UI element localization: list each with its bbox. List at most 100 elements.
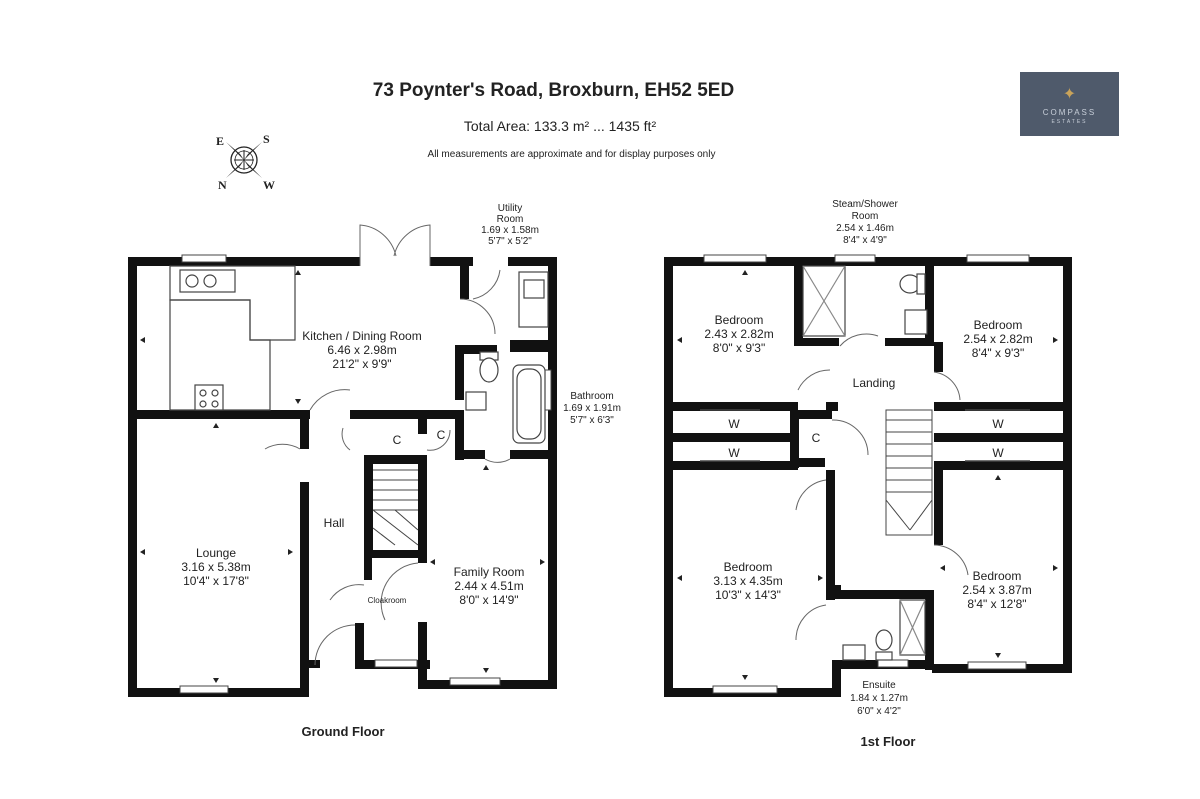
ensuite-name: Ensuite (862, 680, 896, 691)
gf-wall-kitchen-lounge (137, 410, 310, 419)
utility-name-1: Utility (498, 203, 522, 214)
ff-wall-west (664, 257, 673, 697)
utility-name-2: Room (497, 214, 524, 225)
compass-w: W (263, 178, 275, 192)
gf-wall-stairs-bottom (364, 550, 426, 558)
total-area: Total Area: 133.3 m² ... 1435 ft² (463, 118, 657, 134)
ff-door-bed-se (933, 544, 969, 576)
gf-window-family (449, 677, 501, 686)
gf-wall-family-west-upper (418, 455, 427, 563)
gf-wall-west (128, 257, 137, 697)
ff-wall-ensuite-north (832, 590, 932, 599)
gf-wall-utility-south-left (455, 345, 497, 354)
gf-wall-cupboard-wall (418, 419, 427, 434)
gf-wall-east-upper (548, 257, 557, 455)
gf-wall-cloak-north-west (364, 550, 372, 580)
ff-window-bed-se (967, 661, 1027, 670)
ff-door-steam (839, 333, 879, 347)
ensuite-metric: 1.84 x 1.27m (850, 693, 908, 704)
gf-door-cupboard2 (426, 429, 451, 451)
gf-wall-east-lower (548, 450, 557, 688)
hall-name: Hall (324, 516, 345, 530)
ff-window-bed-ne (966, 254, 1030, 263)
gf-sink-bowl-2 (203, 274, 217, 288)
bathroom-imperial: 5'7" x 6'3" (570, 415, 614, 426)
compass-n: N (218, 178, 227, 192)
gf-door-patio-left (359, 224, 397, 266)
ff-window-bed-sw (712, 685, 778, 694)
landing-name: Landing (853, 376, 896, 390)
gf-wall-bath-south-right (510, 450, 556, 459)
lounge-name: Lounge (196, 546, 236, 560)
bed-ne-metric: 2.54 x 2.82m (963, 332, 1032, 346)
gf-window-cloak (374, 659, 418, 668)
gf-wall-lounge-hall-upper (300, 419, 309, 449)
ff-door-bed-sw (795, 479, 827, 511)
gf-window-lounge (179, 685, 229, 694)
kitchen-metric: 6.46 x 2.98m (327, 343, 396, 357)
gf-door-lounge (264, 443, 301, 450)
ff-wall-cupboard-top (790, 410, 832, 419)
gf-wall-stairs-west (364, 455, 373, 550)
family-metric: 2.44 x 4.51m (454, 579, 523, 593)
ff-door-bed-ne (933, 371, 961, 401)
gf-door-kitchen (309, 389, 351, 411)
kitchen-name: Kitchen / Dining Room (302, 329, 421, 343)
ff-wall-bed-sw-east-mid (826, 545, 835, 600)
ff-door-bed-sw-lower (795, 604, 827, 641)
ff-wall-wardrobe-divider (790, 410, 799, 468)
gf-wall-family-west-lower (418, 622, 427, 662)
wardrobe-nw: W (728, 417, 740, 431)
lounge-metric: 3.16 x 5.38m (181, 560, 250, 574)
cloakroom-name: Cloakroom (368, 596, 407, 605)
steam-name-1: Steam/Shower (832, 199, 898, 210)
ff-wall-bed-se-west (934, 470, 943, 545)
bed-sw-metric: 3.13 x 4.35m (713, 574, 782, 588)
ff-wall-wardrobe-se-top (934, 461, 1064, 470)
disclaimer: All measurements are approximate and for… (427, 149, 716, 160)
gf-door-bath (484, 458, 511, 463)
bed-nw-imperial: 8'0" x 9'3" (713, 341, 765, 355)
gf-door-utility-inner (459, 298, 496, 335)
steam-metric: 2.54 x 1.46m (836, 223, 894, 234)
gf-door-cloak (329, 584, 365, 601)
bed-sw-imperial: 10'3" x 14'3" (715, 588, 781, 602)
family-imperial: 8'0" x 14'9" (459, 593, 518, 607)
ff-window-steam (834, 254, 876, 263)
ff-wall-ensuite-east (925, 590, 934, 670)
gf-door-family (380, 562, 419, 621)
gf-window-kitchen (181, 254, 227, 263)
logo-sub: ESTATES (1051, 119, 1088, 125)
wall-markers (140, 270, 1058, 683)
bed-nw-metric: 2.43 x 2.82m (704, 327, 773, 341)
lounge-imperial: 10'4" x 17'8" (183, 574, 249, 588)
gf-door-utility (472, 269, 501, 300)
gf-sink-bowl-1 (185, 274, 199, 288)
steam-name-2: Room (852, 211, 879, 222)
ff-wall-steam-east (925, 266, 934, 346)
ground-floor-label: Ground Floor (301, 724, 384, 739)
ff-wall-wardrobe-bottom (673, 433, 798, 442)
utility-metric: 1.69 x 1.58m (481, 225, 539, 236)
property-address-title: 73 Poynter's Road, Broxburn, EH52 5ED (372, 80, 735, 101)
ff-wall-bed-ne-south (934, 402, 1064, 411)
compass-star-icon: ✦ (1062, 86, 1077, 103)
wardrobe-ne: W (992, 417, 1004, 431)
gf-wall-kitchen-north-right (430, 257, 473, 266)
bed-nw-name: Bedroom (715, 313, 764, 327)
ff-cupboard: C (812, 431, 821, 445)
ff-wall-steam-west (794, 266, 803, 346)
bathroom-metric: 1.69 x 1.91m (563, 403, 621, 414)
wardrobe-sw: W (728, 446, 740, 460)
gf-basin (465, 391, 487, 411)
compass-s: S (263, 132, 270, 146)
bed-ne-name: Bedroom (974, 318, 1023, 332)
bed-se-name: Bedroom (973, 569, 1022, 583)
ff-wall-bed-nw-south-stub (826, 402, 838, 411)
gf-wall-utility-north (508, 257, 556, 266)
ff-wall-bed-ne-west (934, 342, 943, 372)
gf-wall-utility-west (460, 266, 469, 299)
ff-wall-bed-nw-south (673, 402, 798, 411)
ff-wall-wardrobe-top-sw (673, 461, 798, 470)
